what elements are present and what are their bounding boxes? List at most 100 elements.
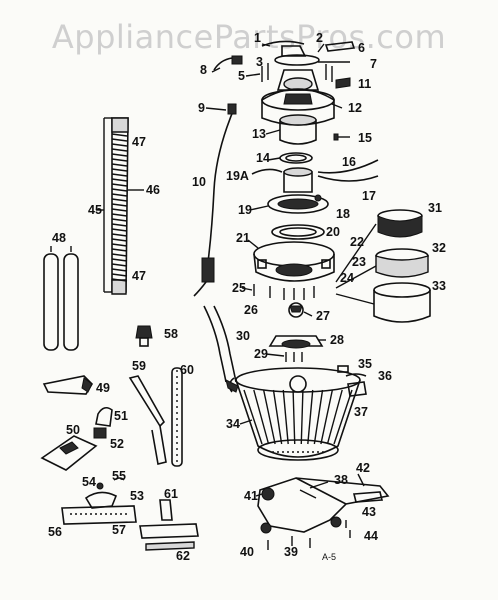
callout-19a: 19A [226, 169, 249, 183]
hose-ring [111, 138, 128, 142]
part-adapter-58 [135, 325, 153, 347]
hose-ring [111, 268, 128, 272]
callout-57: 57 [112, 523, 126, 537]
hose-ring [111, 188, 128, 192]
callout-13: 13 [252, 127, 266, 141]
part-floor-tool-61-62 [139, 499, 199, 551]
callout-39: 39 [284, 545, 298, 559]
hose-ring [111, 243, 128, 247]
callout-36: 36 [378, 369, 392, 383]
part-floor-nozzle-50 [40, 435, 98, 471]
callout-23: 23 [352, 255, 366, 269]
part-hose-bracket-45 [103, 117, 112, 293]
callout-30: 30 [236, 329, 250, 343]
callout-21: 21 [236, 231, 250, 245]
figure-code: A-5 [322, 552, 336, 562]
callout-27: 27 [316, 309, 330, 323]
callout-31: 31 [428, 201, 442, 215]
callout-15: 15 [358, 131, 372, 145]
callout-3: 3 [256, 55, 263, 69]
hose-ring [111, 168, 128, 172]
hose-ring [111, 208, 128, 212]
hose-ring [111, 233, 128, 237]
callout-46: 46 [146, 183, 160, 197]
callout-22: 22 [350, 235, 364, 249]
callout-62: 62 [176, 549, 190, 563]
tank-rib [272, 389, 283, 445]
callout-51: 51 [114, 409, 128, 423]
part-filter-33 [373, 282, 431, 323]
callout-35: 35 [358, 357, 372, 371]
hose-ring [111, 173, 128, 177]
callout-54: 54 [82, 475, 96, 489]
part-cage-28 [268, 335, 324, 349]
filter-leader-lines [335, 223, 377, 305]
tank-rib [300, 389, 304, 445]
leader-lines [96, 43, 365, 497]
hose-ring [111, 228, 128, 232]
hose-ring [111, 178, 128, 182]
part-filter-31 [377, 209, 423, 238]
callout-labels: 1 2 3 5 6 7 8 9 10 11 12 13 14 15 16 17 … [48, 31, 446, 563]
tank-rib [307, 389, 314, 445]
callout-18: 18 [336, 207, 350, 221]
hose-ring [111, 193, 128, 197]
hose-ring [111, 258, 128, 262]
part-latch-37 [347, 381, 367, 397]
tank-rib [282, 389, 289, 445]
callout-2: 2 [316, 31, 323, 45]
callout-25: 25 [232, 281, 246, 295]
callout-8: 8 [200, 63, 207, 77]
part-motor-cover [261, 69, 335, 126]
callout-17: 17 [362, 189, 376, 203]
part-cord-wires [251, 159, 379, 182]
part-power-cord-10 [193, 103, 237, 297]
callout-19: 19 [238, 203, 252, 217]
part-gasket-14 [279, 152, 313, 164]
part-handle-grip-8 [213, 55, 243, 71]
callout-38: 38 [334, 473, 348, 487]
callout-58: 58 [164, 327, 178, 341]
part-dust-brush-51 [95, 406, 113, 427]
hose-ring [111, 223, 128, 227]
part-crevice-tool-49 [42, 375, 94, 395]
callout-61: 61 [164, 487, 178, 501]
callout-42: 42 [356, 461, 370, 475]
hose-ring [111, 163, 128, 167]
callout-56: 56 [48, 525, 62, 539]
callout-14: 14 [256, 151, 270, 165]
part-dolly-base [257, 477, 390, 534]
watermark: AppliancePartsPros.com [51, 18, 447, 56]
callout-45: 45 [88, 203, 102, 217]
hose-ring [111, 203, 128, 207]
part-squeegee-53-57 [61, 477, 137, 525]
hose-ring [111, 278, 128, 282]
callout-33: 33 [432, 279, 446, 293]
callout-50: 50 [66, 423, 80, 437]
tank-rib [326, 389, 343, 445]
tank-rib [333, 389, 353, 445]
callout-47-top: 47 [132, 135, 146, 149]
part-handle-top [261, 40, 307, 57]
part-impeller-housing-21 [253, 241, 335, 282]
hose-ring [111, 273, 128, 277]
callout-28: 28 [330, 333, 344, 347]
part-clip-36 [345, 373, 367, 377]
part-wand-60 [171, 367, 183, 467]
hose-ring [111, 213, 128, 217]
callout-60: 60 [180, 363, 194, 377]
tank-rib [243, 389, 263, 445]
part-switch-11 [335, 77, 351, 89]
part-dolly-screws [267, 520, 351, 550]
part-fan-19 [267, 167, 329, 214]
callout-49: 49 [96, 381, 110, 395]
hose-ring [111, 158, 128, 162]
tank-rib [313, 389, 324, 445]
callout-11: 11 [358, 77, 371, 91]
callout-37: 37 [354, 405, 368, 419]
hose-ring [111, 263, 128, 267]
callout-29: 29 [254, 347, 268, 361]
callout-44: 44 [364, 529, 378, 543]
tank-rib [253, 389, 270, 445]
